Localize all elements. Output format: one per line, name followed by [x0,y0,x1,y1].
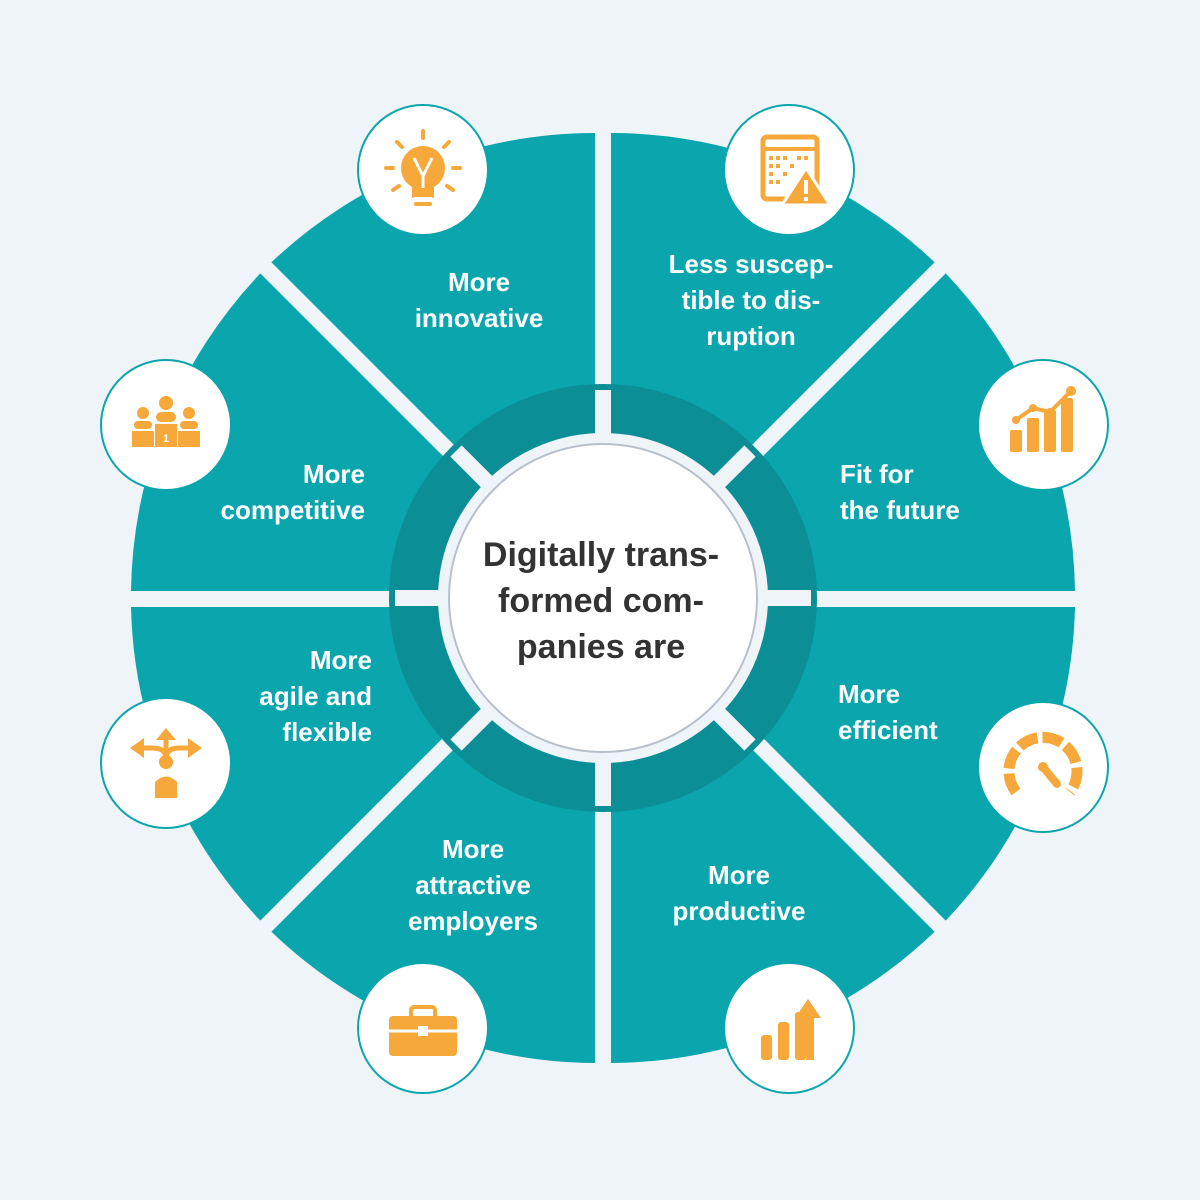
inner-ring-gaps [395,390,811,806]
segment-productive [611,723,935,1063]
growth-chart-icon [1010,386,1076,452]
label-future: Fit for the future [840,459,960,525]
center-hub-outline [448,443,758,753]
segment-competitive [131,273,469,591]
briefcase-icon [389,1005,457,1056]
bar-chart-up-icon [761,999,821,1060]
podium-icon: 1 [132,396,200,447]
direction-arrows-icon [130,728,202,798]
label-efficient: More efficient [838,679,938,745]
center-title: Digitally trans- formed com- panies are [482,536,720,666]
speedometer-icon [1003,731,1083,796]
wheel-segments [131,133,1075,1063]
label-innovative: More innovative [414,267,544,333]
segment-future [737,273,1075,591]
label-productive: More productive [672,860,806,926]
segment-agile [131,607,469,921]
label-attractive: More attractive employers [407,834,539,936]
segment-attractive [271,723,595,1063]
segment-efficient [737,607,1075,921]
segment-disruption [611,133,935,471]
segment-innovative [271,133,595,471]
code-warning-icon [760,134,832,207]
center-hub [438,433,768,763]
label-agile: More agile and flexible [259,645,372,747]
lightbulb-icon [384,129,462,206]
svg-text:1: 1 [163,433,169,445]
label-competitive: More competitive [220,459,366,525]
label-disruption: Less suscep- tible to dis- ruption [668,249,834,351]
